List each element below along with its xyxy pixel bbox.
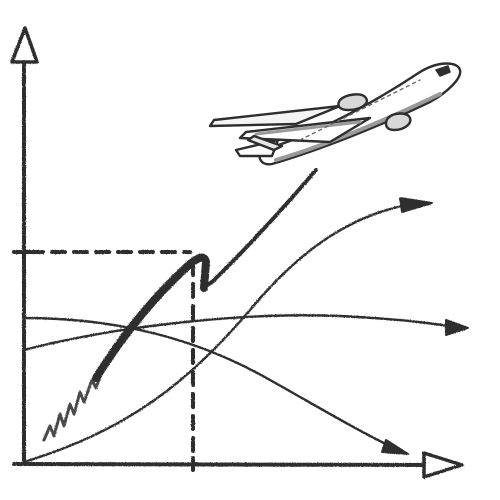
airplane-engine-left — [337, 93, 369, 112]
airplane-stabilizer — [246, 134, 284, 152]
airplane-far-wing — [208, 104, 342, 128]
main-trajectory-thick — [92, 253, 210, 382]
x-axis-line — [12, 462, 432, 467]
falling-curve-arrowhead — [381, 439, 409, 455]
rising-curve — [22, 202, 414, 464]
rising-curve-arrowhead — [399, 197, 433, 213]
falling-curve — [22, 316, 400, 452]
main-trajectory-scribble — [42, 364, 106, 442]
airplane-wing-shading — [254, 120, 362, 136]
airplane-cockpit — [435, 65, 451, 77]
airplane-icon — [208, 62, 462, 166]
flat-curve — [22, 314, 460, 352]
airplane-engine-right — [384, 112, 412, 132]
x-axis-arrowhead — [422, 451, 464, 479]
flat-curve-arrowhead — [445, 319, 469, 336]
main-trajectory-takeoff — [204, 168, 318, 288]
airplane-belly-shading — [274, 92, 442, 162]
y-axis-arrowhead — [10, 26, 39, 64]
airplane-window-line — [299, 79, 421, 141]
